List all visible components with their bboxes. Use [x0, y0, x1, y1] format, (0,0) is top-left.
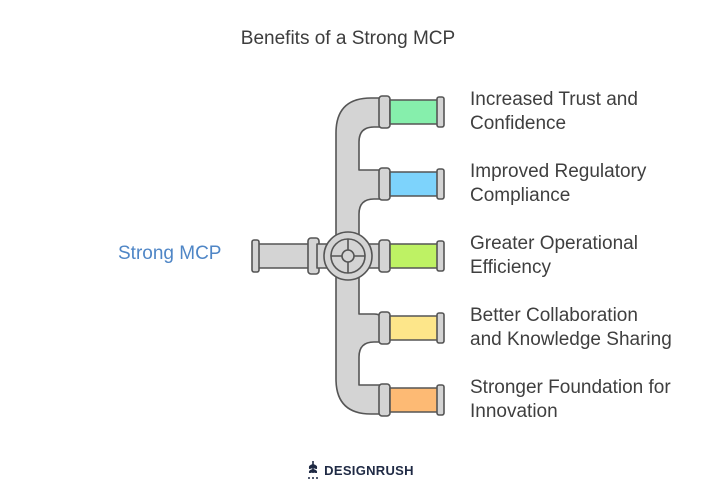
brand-name: DESIGNRUSH [324, 462, 414, 478]
benefit-label-5: Stronger Foundation for Innovation [470, 377, 671, 422]
outlet-3 [378, 239, 445, 273]
diagram-title: Benefits of a Strong MCP [240, 28, 456, 49]
benefit-label-2: Improved Regulatory Compliance [470, 161, 647, 206]
designrush-logo-icon [308, 461, 319, 479]
outlet-5 [378, 383, 445, 417]
benefit-label-1: Increased Trust and Confidence [470, 89, 638, 134]
outlet-2 [378, 167, 445, 201]
source-label: Strong MCP [118, 243, 222, 264]
footer-brand: DESIGNRUSH [0, 460, 720, 480]
valve [323, 231, 373, 281]
input-pipe [251, 237, 332, 275]
outlet-1 [378, 95, 445, 129]
benefit-label-4: Better Collaboration and Knowledge Shari… [470, 305, 672, 350]
outlet-4 [378, 311, 445, 345]
benefit-label-3: Greater Operational Efficiency [470, 233, 638, 278]
